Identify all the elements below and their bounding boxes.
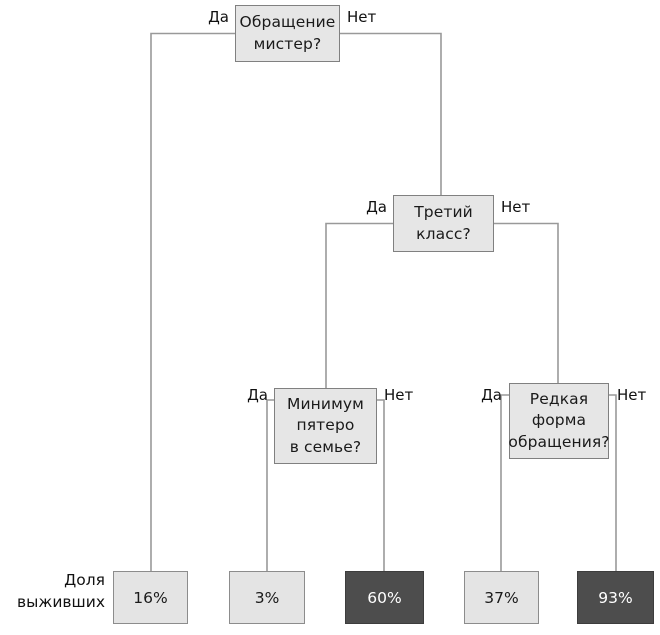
node-min-five-label: Минимум пятеро в семье?: [287, 394, 364, 456]
node-min-five[interactable]: Минимум пятеро в семье?: [274, 388, 377, 464]
node-root[interactable]: Обращение мистер?: [235, 5, 340, 62]
edge-root-yes: [150, 32, 235, 571]
edge-label-root-no: Нет: [347, 8, 377, 26]
edge-raretitle-yes: [500, 394, 509, 571]
edge-minfive-yes: [266, 399, 274, 571]
leaf-16[interactable]: 16%: [113, 571, 188, 624]
leaf-93-value: 93%: [598, 588, 633, 607]
edge-thirdclass-yes: [325, 222, 393, 388]
edge-minfive-no: [377, 399, 385, 571]
edge-label-third-class-yes: Да: [366, 198, 387, 216]
edge-label-third-class-no: Нет: [501, 198, 531, 216]
leaf-3-value: 3%: [254, 588, 280, 607]
edge-label-root-yes: Да: [208, 8, 229, 26]
node-rare-title[interactable]: Редкая форма обращения?: [508, 383, 610, 459]
leaf-37-value: 37%: [484, 588, 519, 607]
node-root-label: Обращение мистер?: [239, 13, 336, 53]
leaf-37[interactable]: 37%: [464, 571, 539, 624]
edge-label-rare-title-yes: Да: [481, 386, 502, 404]
edge-raretitle-no: [609, 394, 617, 571]
edge-label-min-five-yes: Да: [247, 386, 268, 404]
node-third-class[interactable]: Третий класс?: [393, 195, 494, 252]
survival-rate-row-label: Доля выживших: [17, 571, 105, 611]
node-third-class-label: Третий класс?: [414, 203, 473, 243]
edge-thirdclass-no: [494, 222, 559, 383]
node-rare-title-label: Редкая форма обращения?: [508, 389, 610, 451]
leaf-60-value: 60%: [367, 588, 402, 607]
leaf-60[interactable]: 60%: [345, 571, 424, 624]
edge-label-min-five-no: Нет: [384, 386, 414, 404]
leaf-3[interactable]: 3%: [229, 571, 305, 624]
leaf-93[interactable]: 93%: [577, 571, 654, 624]
edge-label-rare-title-no: Нет: [617, 386, 647, 404]
edge-root-no: [340, 32, 442, 195]
leaf-16-value: 16%: [133, 588, 168, 607]
